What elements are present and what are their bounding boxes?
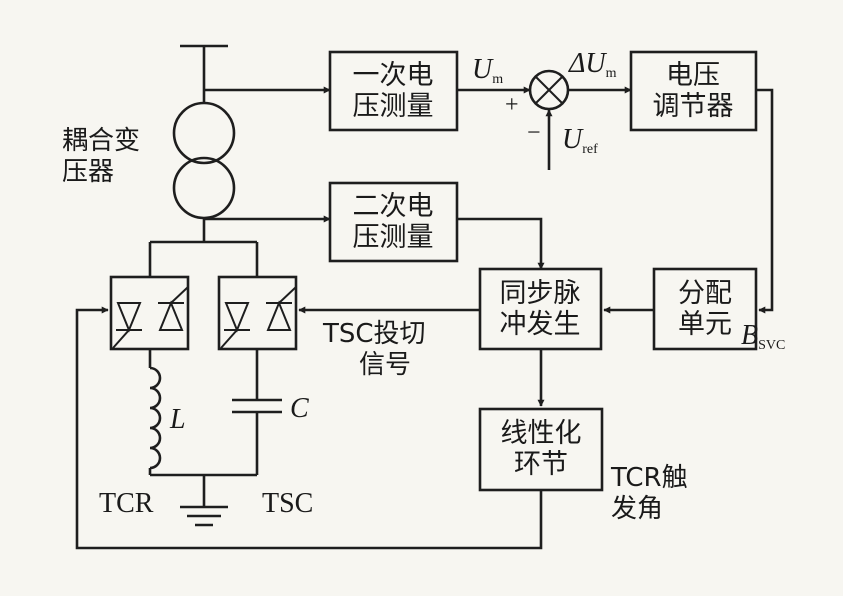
tcr-angle-label-line1: TCR触	[610, 463, 688, 493]
sync-pulse-line2: 冲发生	[500, 309, 581, 340]
tcr-label: TCR	[99, 488, 154, 519]
summing-junction	[528, 69, 570, 111]
inductor-symbol	[148, 349, 162, 475]
voltage-regulator-line2: 调节器	[653, 91, 734, 122]
ground-symbol	[150, 473, 257, 527]
secondary-measure-block: 二次电 压测量	[328, 181, 459, 263]
tsc-thyristor-valve	[217, 275, 298, 351]
distribution-line2: 单元	[678, 309, 732, 340]
sync-pulse-block: 同步脉 冲发生	[478, 267, 603, 351]
primary-measure-block: 一次电 压测量	[328, 50, 459, 132]
bus-wiring	[148, 44, 259, 277]
voltage-regulator-block: 电压 调节器	[629, 50, 758, 132]
capacitor-label: C	[290, 393, 309, 424]
distribution-block: 分配 单元	[652, 267, 758, 351]
inductor-label: L	[169, 404, 186, 435]
primary-measure-line2: 压测量	[353, 91, 434, 122]
voltage-regulator-line1: 电压	[666, 60, 720, 91]
secondary-measure-line2: 压测量	[353, 222, 434, 253]
transformer-label-line1: 耦合变	[62, 126, 140, 156]
tsc-signal-label-line2: 信号	[359, 350, 411, 380]
signal-paths	[75, 86, 774, 550]
coupling-transformer-symbol	[172, 101, 236, 220]
secondary-measure-line1: 二次电	[353, 191, 434, 222]
uref-signal-label: Uref	[562, 124, 598, 157]
distribution-line1: 分配	[678, 278, 732, 309]
delta-um-signal-label: ΔUm	[568, 48, 617, 81]
plus-sign: +	[505, 92, 519, 118]
tcr-angle-label-line2: 发角	[611, 494, 663, 524]
arrow-to-sync-pulse	[457, 217, 545, 270]
capacitor-symbol	[232, 349, 282, 475]
linearization-line2: 环节	[514, 449, 568, 480]
arrow-regulator-to-distribution	[756, 88, 774, 314]
linearization-line1: 线性化	[501, 418, 582, 449]
tsc-signal-label-line1: TSC投切	[322, 319, 426, 349]
arrow-tcr-angle	[75, 306, 543, 550]
um-signal-label: Um	[472, 54, 503, 87]
primary-measure-line1: 一次电	[353, 60, 434, 91]
tcr-thyristor-valve	[109, 275, 190, 351]
sync-pulse-line1: 同步脉	[500, 278, 581, 309]
tsc-label: TSC	[262, 488, 313, 519]
transformer-label-line2: 压器	[62, 157, 114, 187]
minus-sign: −	[527, 120, 541, 146]
linearization-block: 线性化 环节	[478, 407, 604, 492]
bsvc-signal-label: BSVC	[741, 320, 785, 353]
